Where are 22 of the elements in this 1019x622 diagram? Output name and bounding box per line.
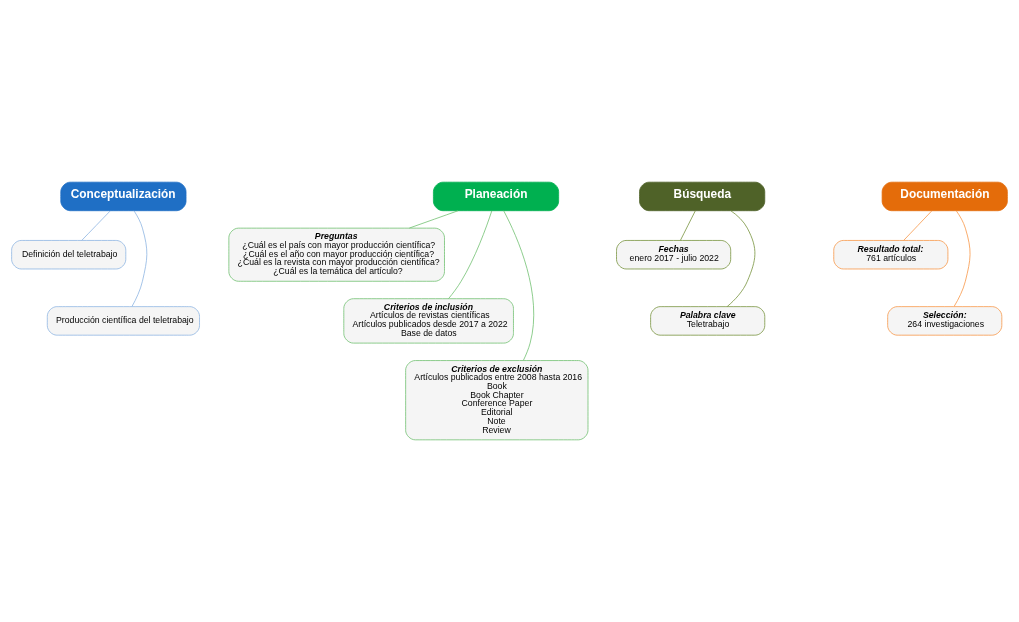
connector: [408, 210, 459, 229]
connector: [81, 210, 111, 241]
node-box: Criterios de exclusión Artículos publicados entre 2008 hasta 2016 Book Book Chapter Conference Paper Editorial Note Review: [405, 360, 589, 441]
node-box: Fechas enero 2017 - julio 2022: [616, 240, 732, 270]
connector: [503, 210, 535, 361]
node-box: Conceptualización: [60, 181, 187, 212]
node-box: Palabra clave Teletrabajo: [650, 306, 766, 336]
node-box: Definición del teletrabajo: [11, 240, 127, 270]
connector: [903, 210, 933, 241]
connector: [680, 210, 696, 241]
node-box: Criterios de inclusión Artículos de revistas científicas Artículos publicados desde 2017 a 2022 Base de datos: [343, 298, 514, 344]
node-box: Producción científica del teletrabajo: [46, 306, 200, 336]
node-box: Resultado total: 761 artículos: [833, 240, 949, 270]
node-box: Preguntas ¿Cuál es el país con mayor producción científica? ¿Cuál es el año con mayor producción científica? ¿Cuál es la revista con mayor producción científica? ¿Cuál es la temática del artículo?: [228, 227, 445, 282]
node-box: Planeación: [433, 181, 560, 212]
connector: [448, 210, 493, 299]
connector: [131, 210, 148, 307]
connector: [726, 210, 756, 307]
node-box: Selección: 264 investigaciones: [887, 306, 1003, 336]
node-box: Documentación: [881, 181, 1008, 212]
node-box: Búsqueda: [639, 181, 766, 212]
connector: [953, 210, 971, 307]
